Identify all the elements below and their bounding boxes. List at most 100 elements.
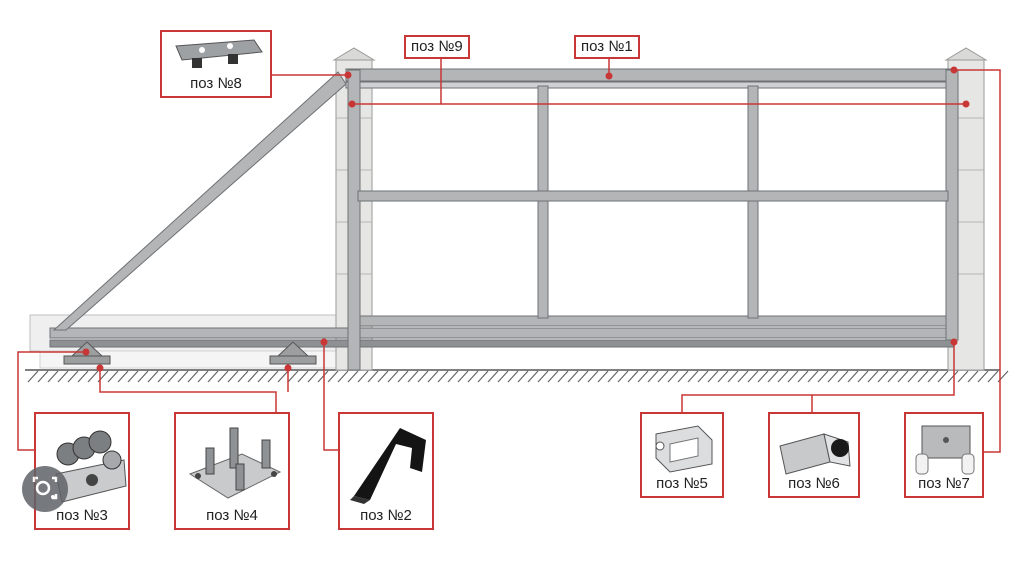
hatch-stroke xyxy=(377,370,389,383)
card-pos2: поз №2 xyxy=(338,412,434,530)
hatch-stroke xyxy=(947,370,959,383)
hatch-stroke xyxy=(837,370,849,383)
hatch-stroke xyxy=(637,370,649,383)
hatch-stroke xyxy=(37,370,49,383)
hatch-stroke xyxy=(367,370,379,383)
roller-carriage-right xyxy=(269,341,317,365)
hatch-stroke xyxy=(77,370,89,383)
hatch-stroke xyxy=(707,370,719,383)
hatch-stroke xyxy=(347,370,359,383)
hatch-stroke xyxy=(757,370,769,383)
hatch-stroke xyxy=(597,370,609,383)
hatch-stroke xyxy=(257,370,269,383)
hatch-stroke xyxy=(137,370,149,383)
card-pos8: поз №8 xyxy=(160,30,272,98)
caption-pos8: поз №8 xyxy=(190,75,242,92)
hatch-stroke xyxy=(247,370,259,383)
hatch-stroke xyxy=(927,370,939,383)
hatch-stroke xyxy=(297,370,309,383)
hatch-stroke xyxy=(277,370,289,383)
top-guide-icon xyxy=(915,425,975,475)
hatch-stroke xyxy=(47,370,59,383)
hatch-stroke xyxy=(667,370,679,383)
hatch-stroke xyxy=(657,370,669,383)
mounting-plate-icon xyxy=(188,427,282,499)
hatch-stroke xyxy=(117,370,129,383)
hatch-stroke xyxy=(847,370,859,383)
hatch-stroke xyxy=(867,370,879,383)
hatch-stroke xyxy=(527,370,539,383)
hatch-stroke xyxy=(717,370,729,383)
hatch-stroke xyxy=(787,370,799,383)
hatch-stroke xyxy=(507,370,519,383)
hatch-stroke xyxy=(747,370,759,383)
hatch-stroke xyxy=(577,370,589,383)
hatch-stroke xyxy=(487,370,499,383)
hatch-stroke xyxy=(417,370,429,383)
lens-search-icon[interactable] xyxy=(22,466,68,512)
hatch-stroke xyxy=(517,370,529,383)
hatch-stroke xyxy=(317,370,329,383)
caption-pos7: поз №7 xyxy=(918,475,970,492)
hatch-stroke xyxy=(87,370,99,383)
hatch-stroke xyxy=(127,370,139,383)
hatch-stroke xyxy=(337,370,349,383)
hatch-stroke xyxy=(437,370,449,383)
hatch-stroke xyxy=(147,370,159,383)
hatch-stroke xyxy=(537,370,549,383)
hatch-stroke xyxy=(497,370,509,383)
caption-pos6: поз №6 xyxy=(788,475,840,492)
hatch-stroke xyxy=(777,370,789,383)
bracket-icon xyxy=(175,39,263,68)
hatch-stroke xyxy=(107,370,119,383)
hatch-stroke xyxy=(887,370,899,383)
caption-pos5: поз №5 xyxy=(656,475,708,492)
hatch-stroke xyxy=(897,370,909,383)
hatch-stroke xyxy=(967,370,979,383)
card-pos4: поз №4 xyxy=(174,412,290,530)
hatch-stroke xyxy=(227,370,239,383)
hatch-stroke xyxy=(197,370,209,383)
hatch-stroke xyxy=(727,370,739,383)
caption-pos2: поз №2 xyxy=(360,507,412,524)
caption-pos4: поз №4 xyxy=(206,507,258,524)
hatch-stroke xyxy=(387,370,399,383)
hatch-stroke xyxy=(157,370,169,383)
hatch-stroke xyxy=(427,370,439,383)
hatch-stroke xyxy=(687,370,699,383)
hatch-stroke xyxy=(937,370,949,383)
label-pos1: поз №1 xyxy=(574,35,640,59)
gate-frame xyxy=(49,68,959,371)
hatch-stroke xyxy=(617,370,629,383)
hatch-stroke xyxy=(647,370,659,383)
hatch-stroke xyxy=(467,370,479,383)
hatch-stroke xyxy=(27,370,39,383)
guide-beam-icon xyxy=(350,428,426,504)
hatch-stroke xyxy=(287,370,299,383)
label-pos9: поз №9 xyxy=(404,35,470,59)
hatch-stroke xyxy=(917,370,929,383)
hatch-stroke xyxy=(627,370,639,383)
hatch-stroke xyxy=(857,370,869,383)
hatch-stroke xyxy=(217,370,229,383)
hatch-stroke xyxy=(67,370,79,383)
hatch-stroke xyxy=(977,370,989,383)
hatch-stroke xyxy=(607,370,619,383)
hatch-stroke xyxy=(237,370,249,383)
hatch-stroke xyxy=(167,370,179,383)
hatch-stroke xyxy=(357,370,369,383)
caption-pos3: поз №3 xyxy=(56,507,108,524)
card-pos7: поз №7 xyxy=(904,412,984,498)
hatch-stroke xyxy=(457,370,469,383)
hatch-stroke xyxy=(907,370,919,383)
hatch-stroke xyxy=(307,370,319,383)
hatch-stroke xyxy=(187,370,199,383)
hatch-stroke xyxy=(327,370,339,383)
hatch-stroke xyxy=(547,370,559,383)
hatch-stroke xyxy=(177,370,189,383)
hatch-stroke xyxy=(987,370,999,383)
card-pos5: поз №5 xyxy=(640,412,724,498)
callout-dots xyxy=(82,66,970,372)
roller-carriage-icon xyxy=(55,430,127,503)
